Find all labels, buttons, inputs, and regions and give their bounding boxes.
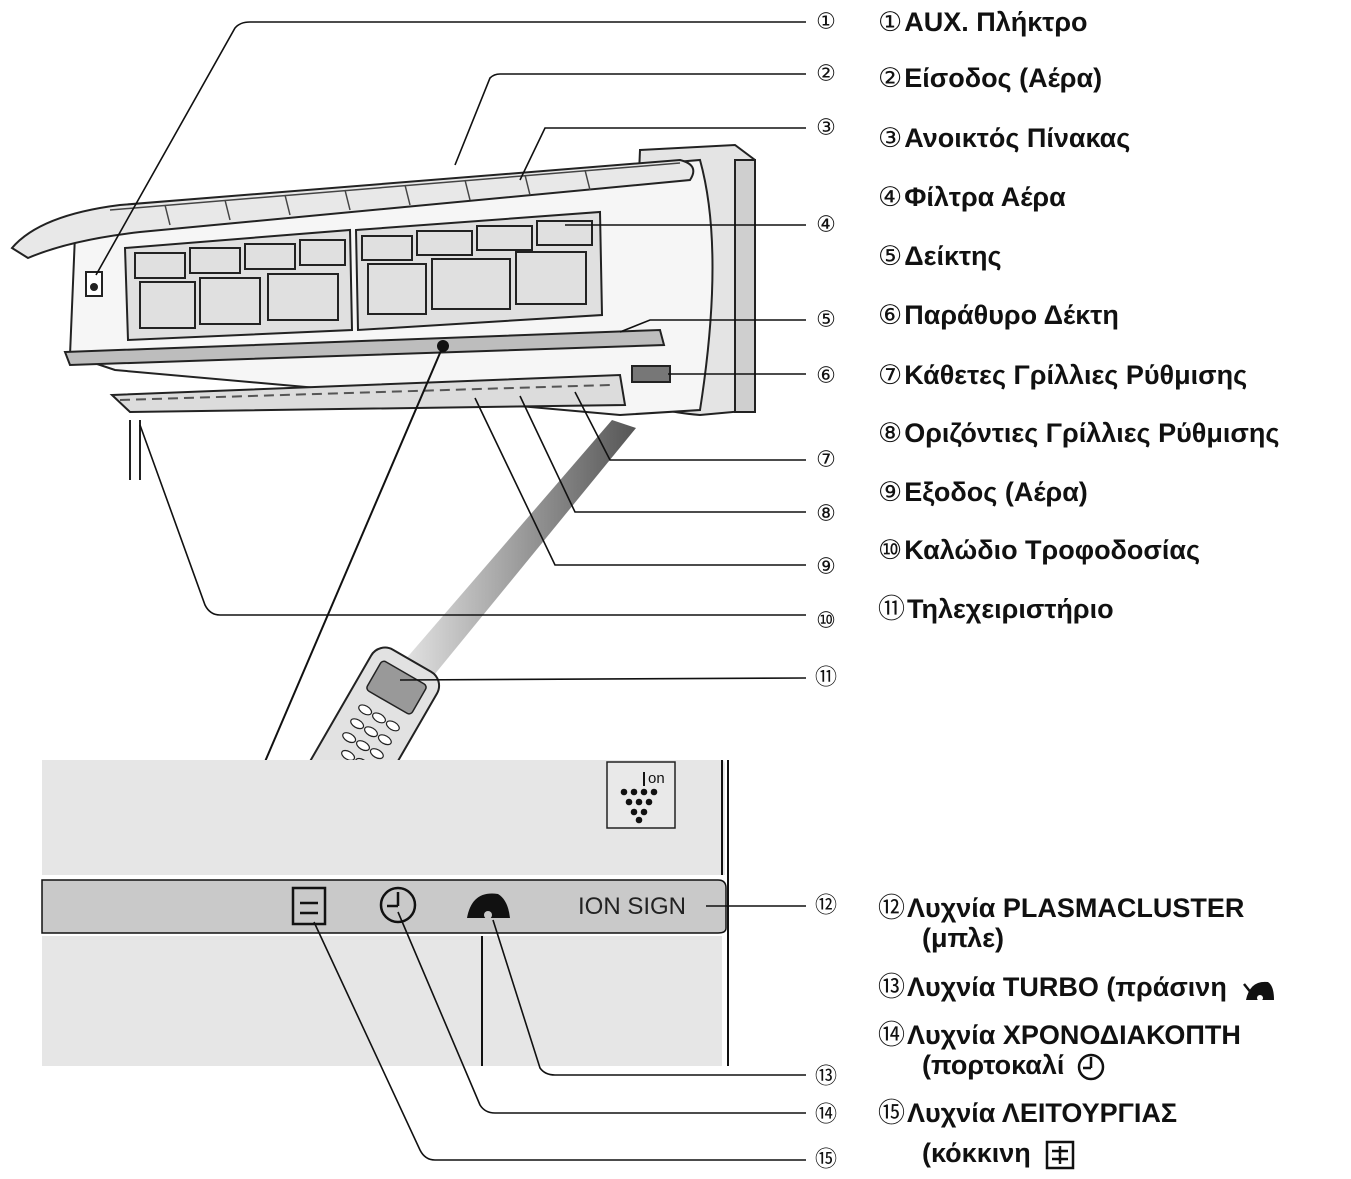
legend-item-7: ⑦Κάθετες Γρίλλιες Ρύθμισης (878, 360, 1248, 390)
ion-badge (606, 761, 676, 829)
remote-beam (398, 420, 636, 680)
legend-item-10: ⑩Καλώδιο Τροφοδοσίας (878, 535, 1201, 565)
turbo-lamp-icon (467, 893, 510, 919)
legend-item-4: ④Φίλτρα Αέρα (878, 182, 1066, 212)
callout-9: ⑨ (816, 555, 836, 580)
operation-lamp-icon (291, 886, 327, 926)
legend-item-13: ⑬Λυχνία TURBO (πράσινη (878, 972, 1276, 1002)
callout-2: ② (816, 62, 836, 87)
legend-item-5: ⑤Δείκτης (878, 241, 1002, 271)
callout-3: ③ (816, 116, 836, 141)
air-filter-left (123, 228, 354, 342)
callout-8: ⑧ (816, 502, 836, 527)
legend-item-3: ③Ανοικτός Πίνακας (878, 123, 1131, 153)
callout-13: ⑬ (815, 1065, 837, 1090)
callout-6: ⑥ (816, 364, 836, 389)
callout-11: ⑪ (815, 666, 837, 691)
open-panel (10, 158, 695, 260)
legend-item-15: ⑮Λυχνία ΛΕΙΤΟΥΡΓΙΑΣ(κόκκινη (878, 1098, 1178, 1170)
air-outlet (109, 373, 627, 414)
legend-item-1: ①AUX. Πλήκτρο (878, 7, 1088, 37)
callout-4: ④ (816, 213, 836, 238)
legend-item-11: ⑪Τηλεχειριστήριο (878, 594, 1114, 624)
legend-item-12: ⑫Λυχνία PLASMACLUSTER(μπλε) (878, 893, 1245, 953)
plasmacluster-icon (620, 772, 658, 824)
callout-10: ⑩ (816, 609, 836, 634)
zoom-arrow-line (257, 345, 444, 779)
leader-lines (95, 21, 807, 1161)
callout-7: ⑦ (816, 448, 836, 473)
callout-14: ⑭ (815, 1103, 837, 1128)
timer-icon (1077, 1053, 1105, 1081)
callout-5: ⑤ (816, 308, 836, 333)
indoor-unit (10, 143, 756, 480)
ion-sign-label: ION SIGN (578, 893, 686, 920)
callout-12: ⑫ (815, 894, 837, 919)
power-cord (129, 420, 141, 480)
legend-item-2: ②Είσοδος (Αέρα) (878, 63, 1103, 93)
operation-icon (1046, 1140, 1075, 1170)
front-panel-detail: on ION SIGN (41, 760, 729, 1066)
legend-item-8: ⑧Οριζόντιες Γρίλλιες Ρύθμισης (878, 418, 1280, 448)
lamp-strip (41, 879, 727, 934)
legend-item-14: ⑭Λυχνία ΧΡΟΝΟΔΙΑΚΟΠΤΗ(πορτοκαλί (878, 1020, 1241, 1081)
ion-badge-label: on (648, 770, 665, 787)
timer-lamp-icon (379, 886, 417, 924)
receiver-window (631, 365, 671, 383)
indicator-strip (63, 328, 666, 367)
legend-item-9: ⑨Εξοδος (Αέρα) (878, 477, 1088, 507)
turbo-icon (1243, 981, 1275, 1001)
callout-1: ① (816, 10, 836, 35)
air-filter-right (354, 210, 604, 332)
callout-15: ⑮ (815, 1148, 837, 1173)
callout-numbers: ① ② ③ ④ ⑤ ⑥ ⑦ ⑧ ⑨ ⑩ ⑪ ⑫ ⑬ ⑭ ⑮ (815, 10, 837, 1173)
legend-item-6: ⑥Παράθυρο Δέκτη (878, 300, 1119, 330)
